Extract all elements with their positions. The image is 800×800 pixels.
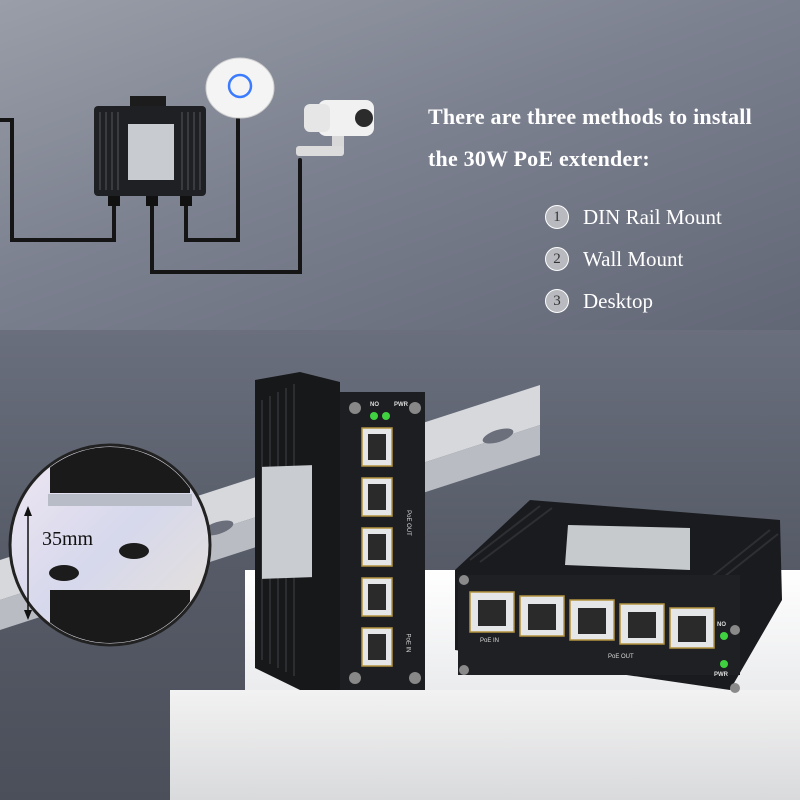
method-number-badge: 1	[545, 205, 569, 229]
vertical-led-label-no: NO	[370, 402, 379, 408]
access-point-icon	[205, 57, 275, 119]
method-label: Wall Mount	[583, 246, 684, 271]
method-label: DIN Rail Mount	[583, 204, 722, 229]
headline-line-1: There are three methods to install	[428, 104, 752, 129]
rail-width-label: 35mm	[42, 528, 94, 550]
wiring-diagram	[0, 108, 302, 274]
method-item: 1 DIN Rail Mount	[545, 196, 722, 238]
desk-front	[170, 690, 800, 800]
method-label: Desktop	[583, 288, 653, 313]
camera-icon	[296, 100, 374, 156]
vertical-poe-in-label: PoE IN	[404, 633, 411, 653]
vertical-led-label-pwr: PWR	[394, 402, 408, 408]
headline-line-2: the 30W PoE extender:	[428, 146, 650, 171]
vertical-poe-out-label: PoE OUT	[404, 510, 411, 536]
install-methods-list: 1 DIN Rail Mount 2 Wall Mount 3 Desktop	[545, 196, 722, 322]
desktop-poe-out-label: PoE OUT	[608, 654, 634, 660]
desktop-led-label-pwr: PWR	[714, 672, 728, 678]
method-number-badge: 2	[545, 247, 569, 271]
headline: There are three methods to install the 3…	[428, 96, 798, 180]
din-mounted-extender	[255, 372, 425, 690]
desktop-extender	[455, 500, 782, 693]
method-item: 2 Wall Mount	[545, 238, 722, 280]
desktop-poe-in-label: PoE IN	[480, 638, 500, 644]
rail-zoom-inset	[8, 443, 212, 647]
method-number-badge: 3	[545, 289, 569, 313]
extender-box-icon	[94, 96, 206, 206]
method-item: 3 Desktop	[545, 280, 722, 322]
desktop-led-label-no: NO	[717, 622, 726, 628]
